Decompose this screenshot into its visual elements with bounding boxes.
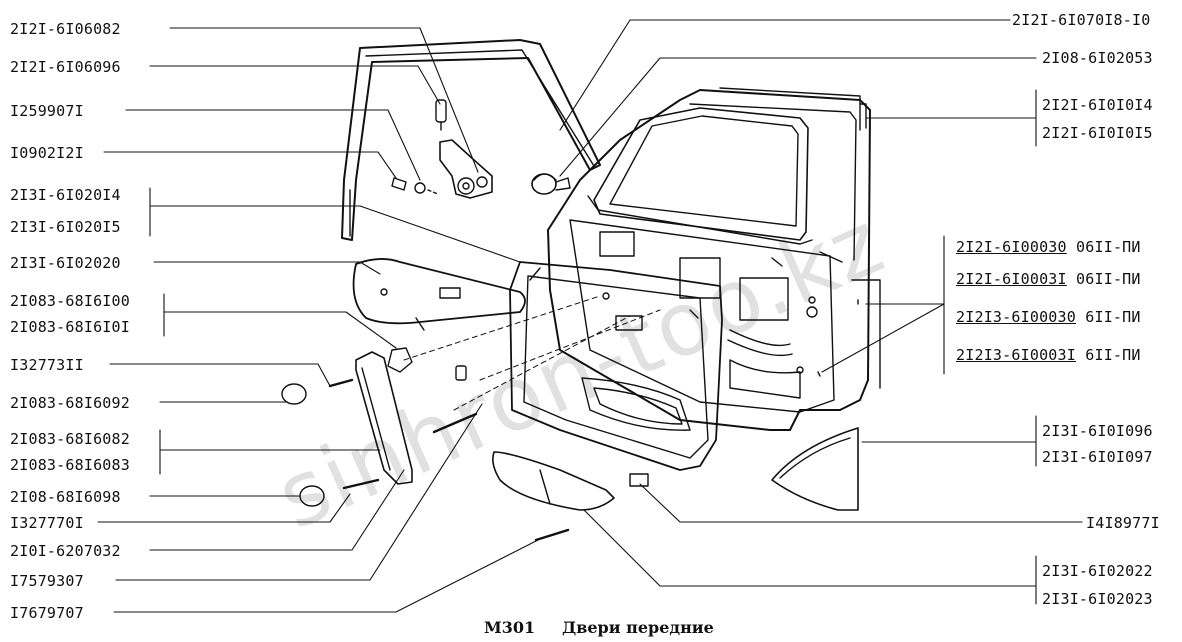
right-group-c-1: 2I3I-6I0I096 <box>1042 422 1153 440</box>
left-label-4: I0902I2I <box>10 144 84 162</box>
left-label-8: 2I083-68I6I00 <box>10 292 130 310</box>
left-label-3: I259907I <box>10 102 84 120</box>
left-label-13: 2I083-68I6083 <box>10 456 130 474</box>
right-group-a-1: 2I2I-6I0I0I4 <box>1042 96 1153 114</box>
left-label-12: 2I083-68I6082 <box>10 430 130 448</box>
right-group-d-2: 2I3I-6I02023 <box>1042 590 1153 608</box>
left-label-17: I7579307 <box>10 572 84 590</box>
left-label-2: 2I2I-6I06096 <box>10 58 121 76</box>
left-label-10: I32773II <box>10 356 84 374</box>
model-note: 06II-ПИ <box>1076 270 1141 288</box>
right-group-d-1: 2I3I-6I02022 <box>1042 562 1153 580</box>
door-trim-panel <box>509 261 723 471</box>
left-label-6: 2I3I-6I020I5 <box>10 218 121 236</box>
right-group-b-4: 2I2I3-6I0003I 6II-ПИ <box>956 346 1141 364</box>
right-group-b-3: 2I2I3-6I00030 6II-ПИ <box>956 308 1141 326</box>
left-label-1: 2I2I-6I06082 <box>10 20 121 38</box>
model-note: 06II-ПИ <box>1076 238 1141 256</box>
leader-lines-right <box>559 19 1083 605</box>
right-group-b-2: 2I2I-6I0003I 06II-ПИ <box>956 270 1141 288</box>
caption-code: M301 <box>484 618 536 637</box>
window-run-channel <box>341 39 601 241</box>
leader-lines-left <box>97 27 539 613</box>
model-note: 6II-ПИ <box>1085 308 1141 326</box>
left-label-15: I327770I <box>10 514 84 532</box>
door-latch <box>391 99 493 199</box>
part-number: 2I2I-6I0003I <box>956 270 1067 288</box>
left-label-5: 2I3I-6I020I4 <box>10 186 121 204</box>
door-shell <box>547 87 881 431</box>
left-label-18: I7679707 <box>10 604 84 622</box>
part-number: 2I2I-6I00030 <box>956 238 1067 256</box>
left-label-16: 2I0I-6207032 <box>10 542 121 560</box>
left-label-11: 2I083-68I6092 <box>10 394 130 412</box>
part-number: 2I2I3-6I0003I <box>956 346 1076 364</box>
right-group-b-1: 2I2I-6I00030 06II-ПИ <box>956 238 1141 256</box>
right-label-single: I4I8977I <box>1086 514 1160 532</box>
right-label-top1: 2I2I-6I070I8-I0 <box>1012 11 1151 29</box>
right-group-a-2: 2I2I-6I0I0I5 <box>1042 124 1153 142</box>
pull-handle <box>281 347 570 542</box>
lower-trim-pieces <box>492 427 859 511</box>
model-note: 6II-ПИ <box>1085 346 1141 364</box>
assembly-lines <box>403 295 661 411</box>
left-label-9: 2I083-68I6I0I <box>10 318 130 336</box>
left-label-7: 2I3I-6I02020 <box>10 254 121 272</box>
left-label-14: 2I08-68I6098 <box>10 488 121 506</box>
part-number: 2I2I3-6I00030 <box>956 308 1076 326</box>
caption-title: Двери передние <box>562 618 714 637</box>
door-buffer <box>531 173 571 195</box>
armrest-trim <box>352 258 526 331</box>
right-label-top2: 2I08-6I02053 <box>1042 49 1153 67</box>
right-group-c-2: 2I3I-6I0I097 <box>1042 448 1153 466</box>
